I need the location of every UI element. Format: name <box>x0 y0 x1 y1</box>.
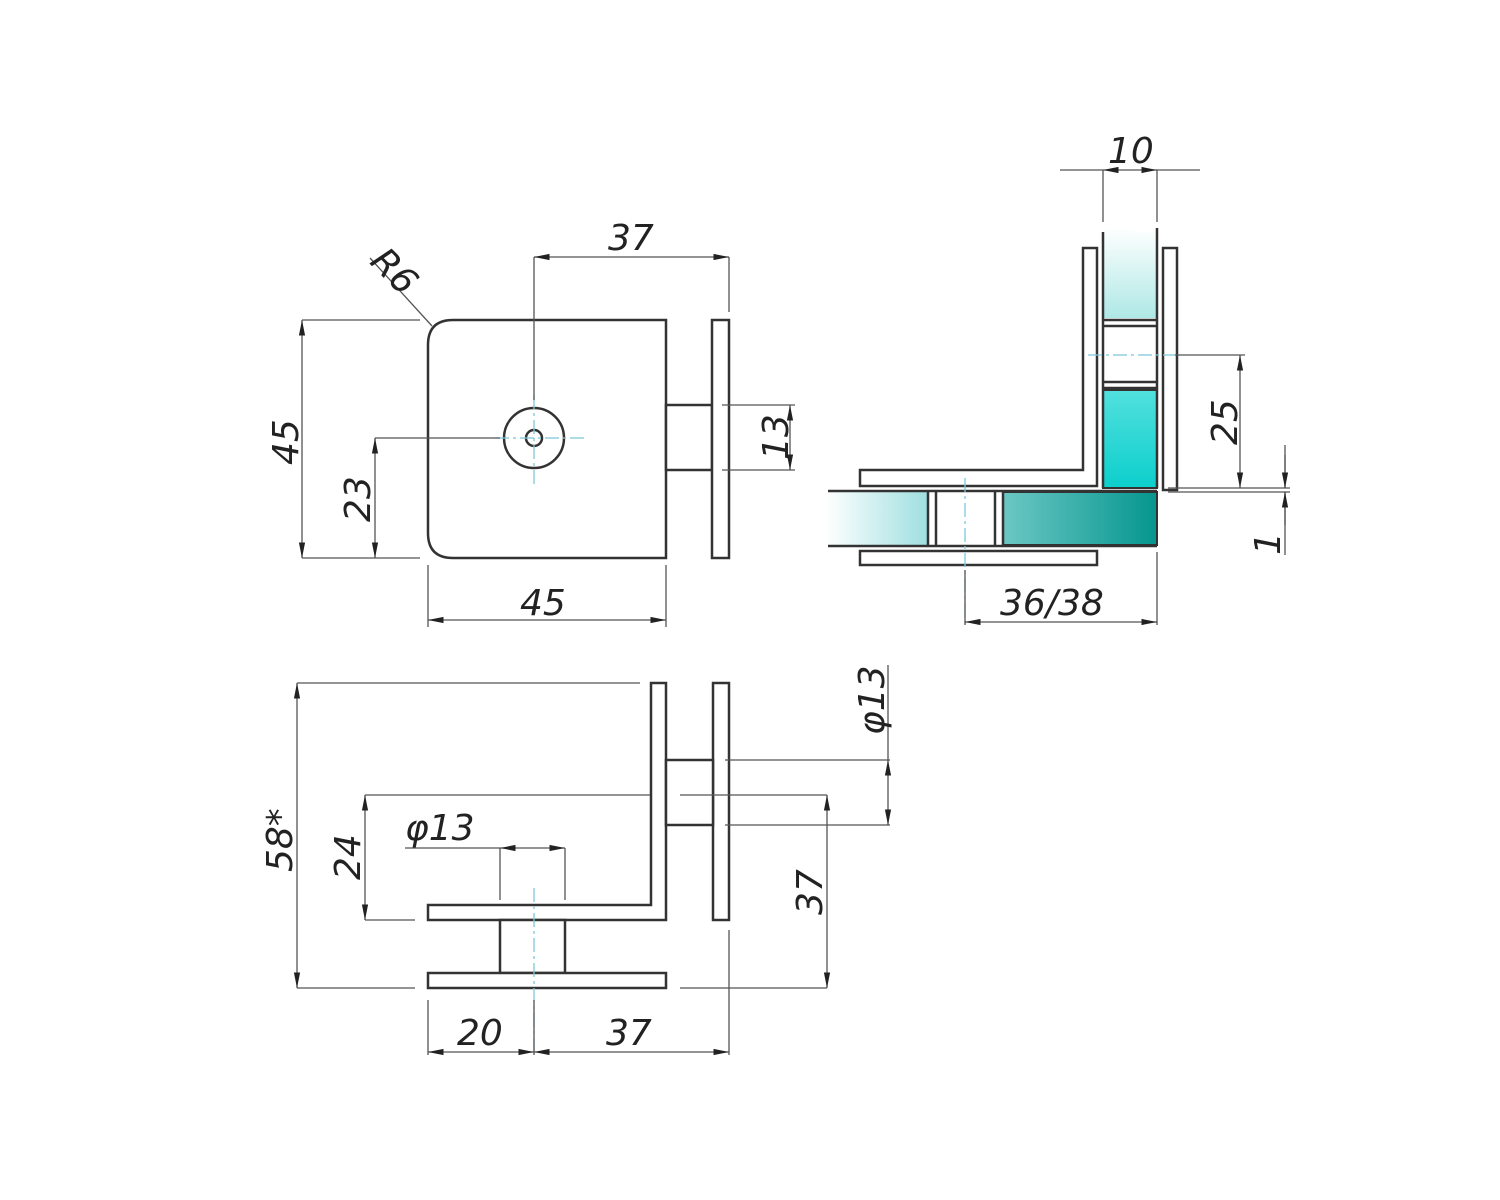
dim-hole-offset: 37 <box>608 218 654 259</box>
outer-clamp-plate <box>1161 246 1179 492</box>
inner-clamp-plate <box>858 246 1099 488</box>
bottom-plate <box>426 971 668 990</box>
front-view: R6 37 45 23 45 13 <box>266 218 797 627</box>
dim-inner-height: 24 <box>328 834 369 880</box>
dim-stem-diameter-right: φ13 <box>852 665 893 735</box>
side-view: 10 25 1 36/38 <box>825 131 1290 626</box>
glass-horizontal-insert <box>1002 491 1158 546</box>
right-plate <box>711 681 731 922</box>
dim-gap: 1 <box>1248 532 1289 555</box>
dim-radius: R6 <box>362 240 425 303</box>
glass-horizontal <box>825 492 928 545</box>
bottom-stem <box>498 918 567 975</box>
dim-hole-height: 23 <box>338 476 379 522</box>
dim-side-hole-height: 25 <box>1205 399 1246 445</box>
dim-stem: 13 <box>756 414 797 460</box>
glass-vertical-top <box>1103 227 1157 318</box>
dim-height-right: 37 <box>790 869 831 915</box>
stem <box>664 403 714 472</box>
dim-offset-left: 20 <box>457 1013 503 1054</box>
dim-depth: 36/38 <box>1000 583 1104 624</box>
dim-total-height: 58* <box>260 808 301 872</box>
dim-height: 45 <box>266 419 307 465</box>
bottom-clamp-plate <box>858 549 1099 567</box>
dim-offset-right: 37 <box>606 1013 652 1054</box>
bottom-view: 58* 24 φ13 φ13 37 20 37 <box>260 665 893 1056</box>
outer-plate <box>710 318 731 560</box>
l-bracket <box>426 681 668 922</box>
dim-glass-thickness: 10 <box>1108 131 1154 172</box>
dim-width: 45 <box>520 583 566 624</box>
side-stem <box>664 758 715 827</box>
dim-stem-diameter-left: φ13 <box>405 808 475 849</box>
glass-vertical-insert <box>1102 389 1158 489</box>
